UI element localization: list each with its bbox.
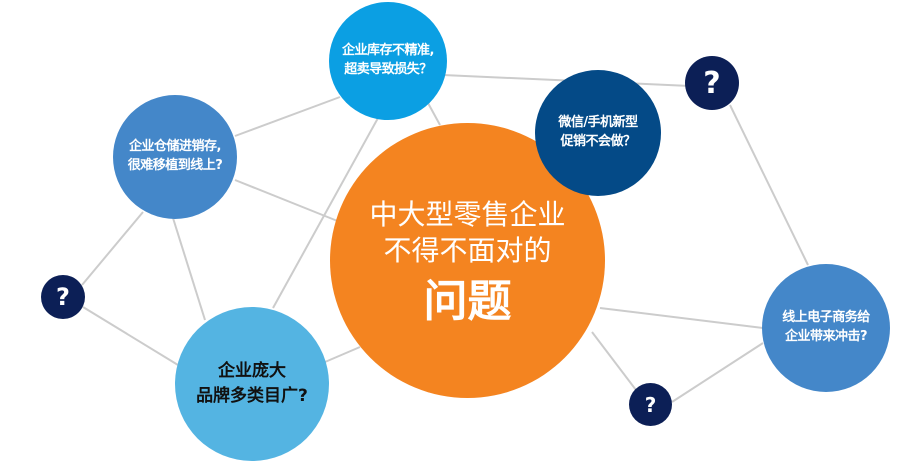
inventory-text-line1: 企业库存不精准, (342, 43, 434, 59)
brands-problem-bubble: 企业庞大 品牌多类目广? (175, 307, 329, 461)
ecommerce-text-line2: 企业带来冲击? (784, 329, 868, 344)
question-mark-icon: ? (629, 383, 672, 426)
question-mark-icon: ? (41, 275, 85, 319)
center-title-line1: 中大型零售企业 (369, 197, 566, 231)
ecommerce-impact-bubble: 线上电子商务给 企业带来冲击? (762, 264, 890, 392)
question-glyph: ? (644, 392, 657, 417)
wechat-promotion-bubble: 微信/手机新型 促销不会做？ (535, 70, 661, 196)
warehouse-text-line2: 很难移植到线上? (127, 158, 223, 173)
warehouse-problem-bubble: 企业仓储进销存, 很难移植到线上? (113, 95, 237, 219)
center-title-line2: 不得不面对的 (383, 233, 552, 267)
question-glyph: ? (56, 283, 70, 311)
warehouse-text-line1: 企业仓储进销存, (129, 139, 221, 155)
question-glyph: ? (703, 65, 721, 101)
wechat-text-line2: 促销不会做？ (560, 134, 636, 149)
question-mark-icon: ? (685, 56, 739, 110)
wechat-text-line1: 微信/手机新型 (558, 115, 638, 131)
brands-text-line1: 企业庞大 (218, 361, 286, 382)
center-title-line3: 问题 (423, 276, 512, 328)
inventory-problem-bubble: 企业库存不精准, 超卖导致损失？ (329, 2, 447, 120)
inventory-text-line2: 超卖导致损失？ (344, 62, 432, 77)
center-problem-bubble: 中大型零售企业 不得不面对的 问题 (330, 123, 605, 398)
brands-text-line2: 品牌多类目广? (196, 386, 308, 406)
ecommerce-text-line1: 线上电子商务给 (782, 310, 870, 326)
